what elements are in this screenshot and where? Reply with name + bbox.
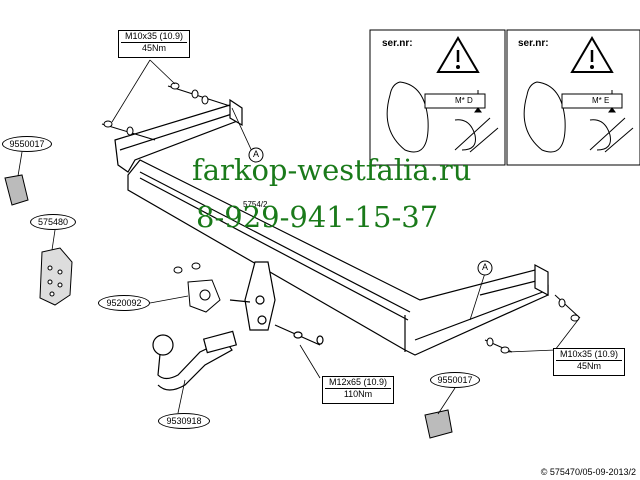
block-bottom [424, 409, 453, 439]
copyright-text: © 575470/05-09-2013/2 [540, 467, 636, 477]
torque-value: 110Nm [343, 389, 373, 399]
part-label-9520092: 9520092 [98, 295, 150, 311]
marking-right: M* E [592, 96, 610, 105]
serial-panel-left [369, 29, 506, 166]
part-575480-shape [39, 247, 73, 306]
bolt-set-left [101, 82, 231, 141]
part-label-575480: 575480 [30, 214, 76, 230]
ball-coupling [152, 330, 238, 391]
torque-spec: M10x35 (10.9) [124, 31, 184, 41]
torque-label-top-left: M10x35 (10.9) 45Nm [118, 30, 190, 58]
callout-a-right: A [482, 262, 489, 272]
block-top [4, 174, 29, 206]
main-crossbar [114, 98, 549, 356]
serial-panel-right [506, 29, 640, 166]
marking-left: M* D [455, 96, 473, 105]
part-label-9550017-bottom: 9550017 [430, 372, 480, 388]
callout-a-left: A [253, 149, 260, 159]
bar-code-label: 5754/2 [243, 200, 268, 209]
callout-circle-a-right [477, 260, 493, 276]
torque-value: 45Nm [576, 361, 601, 371]
callout-circle-a-left [248, 147, 264, 163]
socket-plate [173, 262, 221, 313]
torque-spec: M10x35 (10.9) [559, 349, 619, 359]
leader-lines [17, 59, 579, 415]
torque-value: 45Nm [141, 43, 166, 53]
part-label-9530918: 9530918 [158, 413, 210, 429]
ser-nr-label-right: ser.nr: [518, 38, 549, 49]
part-label-9550017-top: 9550017 [2, 136, 52, 152]
torque-label-center: M12x65 (10.9) 110Nm [322, 376, 394, 404]
watermark-phone: 8-929-941-15-37 [196, 200, 439, 234]
bolt-set-right [484, 294, 581, 354]
watermark-site: farkop-westfalia.ru [192, 153, 472, 187]
torque-label-right: M10x35 (10.9) 45Nm [553, 348, 625, 376]
torque-spec: M12x65 (10.9) [328, 377, 388, 387]
center-bracket [229, 261, 324, 346]
ser-nr-label-left: ser.nr: [382, 38, 413, 49]
